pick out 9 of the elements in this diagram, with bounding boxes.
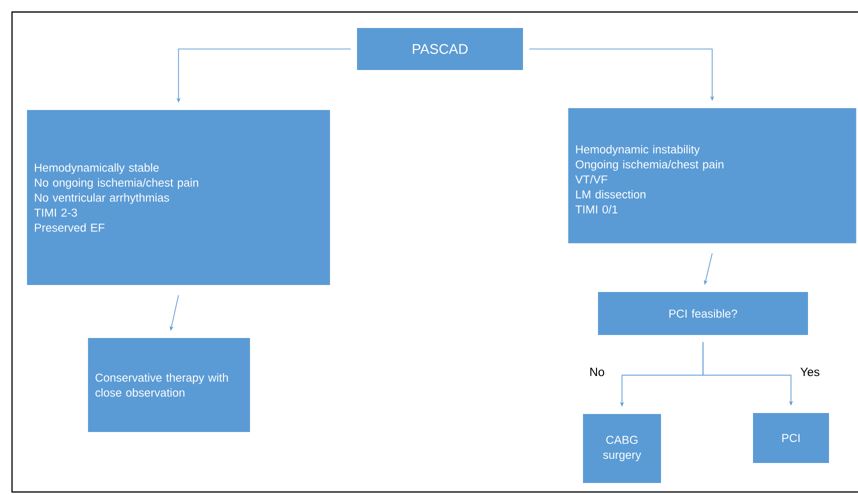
process-box: PCI feasible? [598, 292, 808, 335]
edge-label: No [590, 368, 604, 376]
process-box: Conservative therapy with close observation [88, 338, 250, 432]
process-box: CABG surgery [583, 414, 661, 483]
process-box: Hemodynamically stable No ongoing ischemia/chest pain No ventricular arrhythmias TIMI 2-3 Preserved EF [27, 110, 330, 285]
process-box: PASCAD [357, 28, 523, 70]
process-box: PCI [753, 412, 829, 463]
process-box: Hemodynamic instability Ongoing ischemia/chest pain VT/VF LM dissection TIMI 0/1 [568, 108, 856, 244]
edge-label: Yes [800, 368, 820, 376]
